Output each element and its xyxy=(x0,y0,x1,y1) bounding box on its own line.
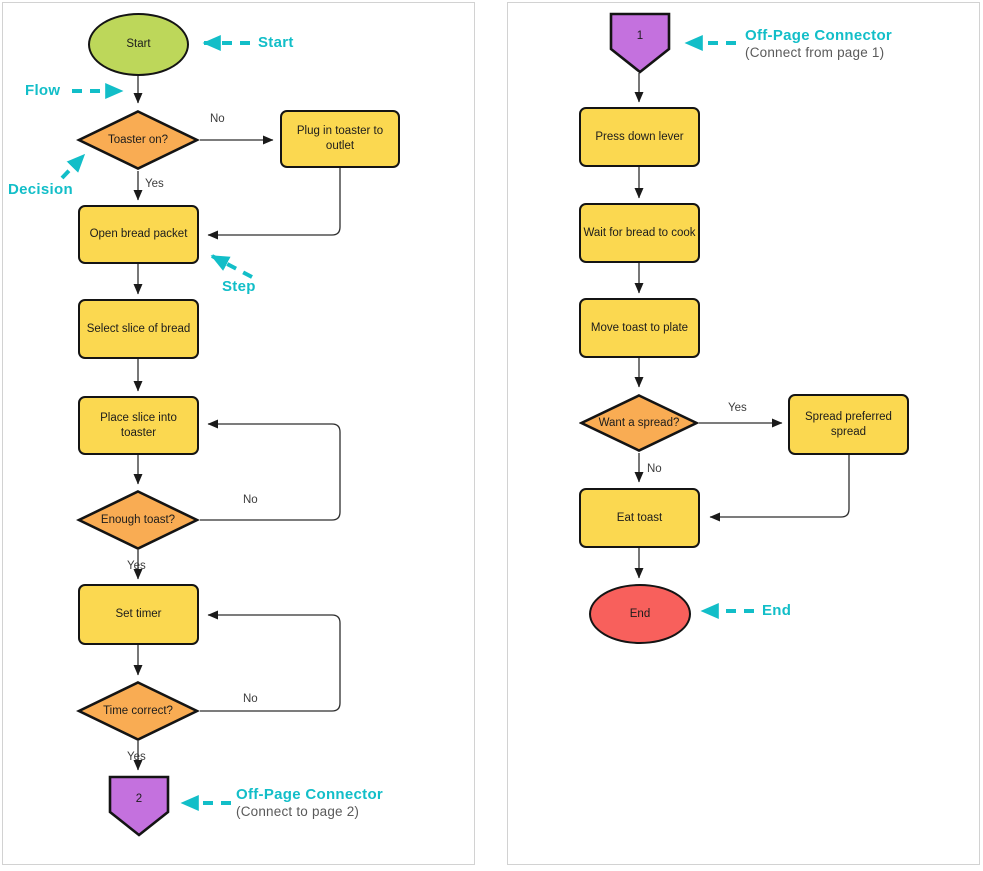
diamond-shape-icon xyxy=(76,110,200,170)
node-offpage-connector-1: 1 xyxy=(609,12,671,74)
node-time-correct-label: Time correct? xyxy=(103,704,173,717)
node-place-slice: Place slice into toaster xyxy=(78,396,199,455)
node-select-slice-label: Select slice of bread xyxy=(86,322,191,335)
node-end: End xyxy=(589,584,691,644)
annotation-step: Step xyxy=(222,278,256,295)
node-move-toast: Move toast to plate xyxy=(579,298,700,358)
annotation-start: Start xyxy=(258,34,294,51)
node-wait-bread: Wait for bread to cook xyxy=(579,203,700,263)
annotation-offpage-to-subtitle: (Connect to page 2) xyxy=(236,804,360,819)
node-select-slice: Select slice of bread xyxy=(78,299,199,359)
diamond-shape-icon xyxy=(579,394,699,452)
page-2-canvas xyxy=(507,2,980,865)
node-end-label: End xyxy=(629,607,651,620)
annotation-end: End xyxy=(762,602,792,619)
node-start: Start xyxy=(88,13,189,76)
node-time-correct-decision: Time correct? xyxy=(76,680,200,742)
node-wait-bread-label: Wait for bread to cook xyxy=(583,226,696,239)
node-want-spread-decision: Want a spread? xyxy=(579,393,699,453)
node-enough-toast-decision: Enough toast? xyxy=(76,489,200,551)
offpage-pentagon-icon xyxy=(108,775,170,837)
annotation-offpage-from-subtitle: (Connect from page 1) xyxy=(745,45,885,60)
node-offpage-2-label: 2 xyxy=(135,792,143,805)
edge-label-spread-yes: Yes xyxy=(728,402,747,414)
annotation-flow: Flow xyxy=(25,82,61,99)
edge-label-spread-no: No xyxy=(647,463,662,475)
node-offpage-connector-2: 2 xyxy=(108,775,170,837)
node-eat-toast-label: Eat toast xyxy=(616,511,663,524)
diamond-shape-icon xyxy=(76,490,200,550)
node-move-toast-label: Move toast to plate xyxy=(590,321,689,334)
edge-label-toaster-no: No xyxy=(210,113,225,125)
node-open-bread-packet: Open bread packet xyxy=(78,205,199,264)
node-press-lever: Press down lever xyxy=(579,107,700,167)
node-press-lever-label: Press down lever xyxy=(595,130,684,143)
edge-label-toaster-yes: Yes xyxy=(145,178,164,190)
annotation-offpage-to: Off-Page Connector (Connect to page 2) xyxy=(236,786,383,819)
edge-label-enough-yes: Yes xyxy=(127,560,146,572)
node-set-timer: Set timer xyxy=(78,584,199,645)
annotation-offpage-to-title: Off-Page Connector xyxy=(236,786,384,803)
edge-label-time-no: No xyxy=(243,693,258,705)
annotation-offpage-from: Off-Page Connector (Connect from page 1) xyxy=(745,27,892,60)
node-plug-in-label: Plug in toaster to outlet xyxy=(296,125,384,152)
node-spread-preferred: Spread preferred spread xyxy=(788,394,909,455)
node-plug-in-toaster: Plug in toaster to outlet xyxy=(280,110,400,168)
edge-label-time-yes: Yes xyxy=(127,751,146,763)
node-open-bread-label: Open bread packet xyxy=(89,228,188,241)
node-want-spread-label: Want a spread? xyxy=(598,416,680,429)
node-toaster-on-decision: Toaster on? xyxy=(76,109,200,171)
node-offpage-1-label: 1 xyxy=(636,29,644,42)
node-set-timer-label: Set timer xyxy=(115,608,162,621)
edge-label-enough-no: No xyxy=(243,494,258,506)
node-spread-preferred-label: Spread preferred spread xyxy=(805,410,892,438)
page-1-canvas xyxy=(2,2,475,865)
node-start-label: Start xyxy=(126,38,151,51)
diamond-shape-icon xyxy=(76,681,200,741)
node-enough-toast-label: Enough toast? xyxy=(100,513,176,526)
annotation-offpage-from-title: Off-Page Connector xyxy=(745,27,893,44)
node-place-slice-label: Place slice into toaster xyxy=(100,411,177,439)
offpage-pentagon-icon xyxy=(609,12,671,74)
node-eat-toast: Eat toast xyxy=(579,488,700,548)
node-toaster-on-label: Toaster on? xyxy=(107,133,169,146)
annotation-decision: Decision xyxy=(8,181,73,198)
